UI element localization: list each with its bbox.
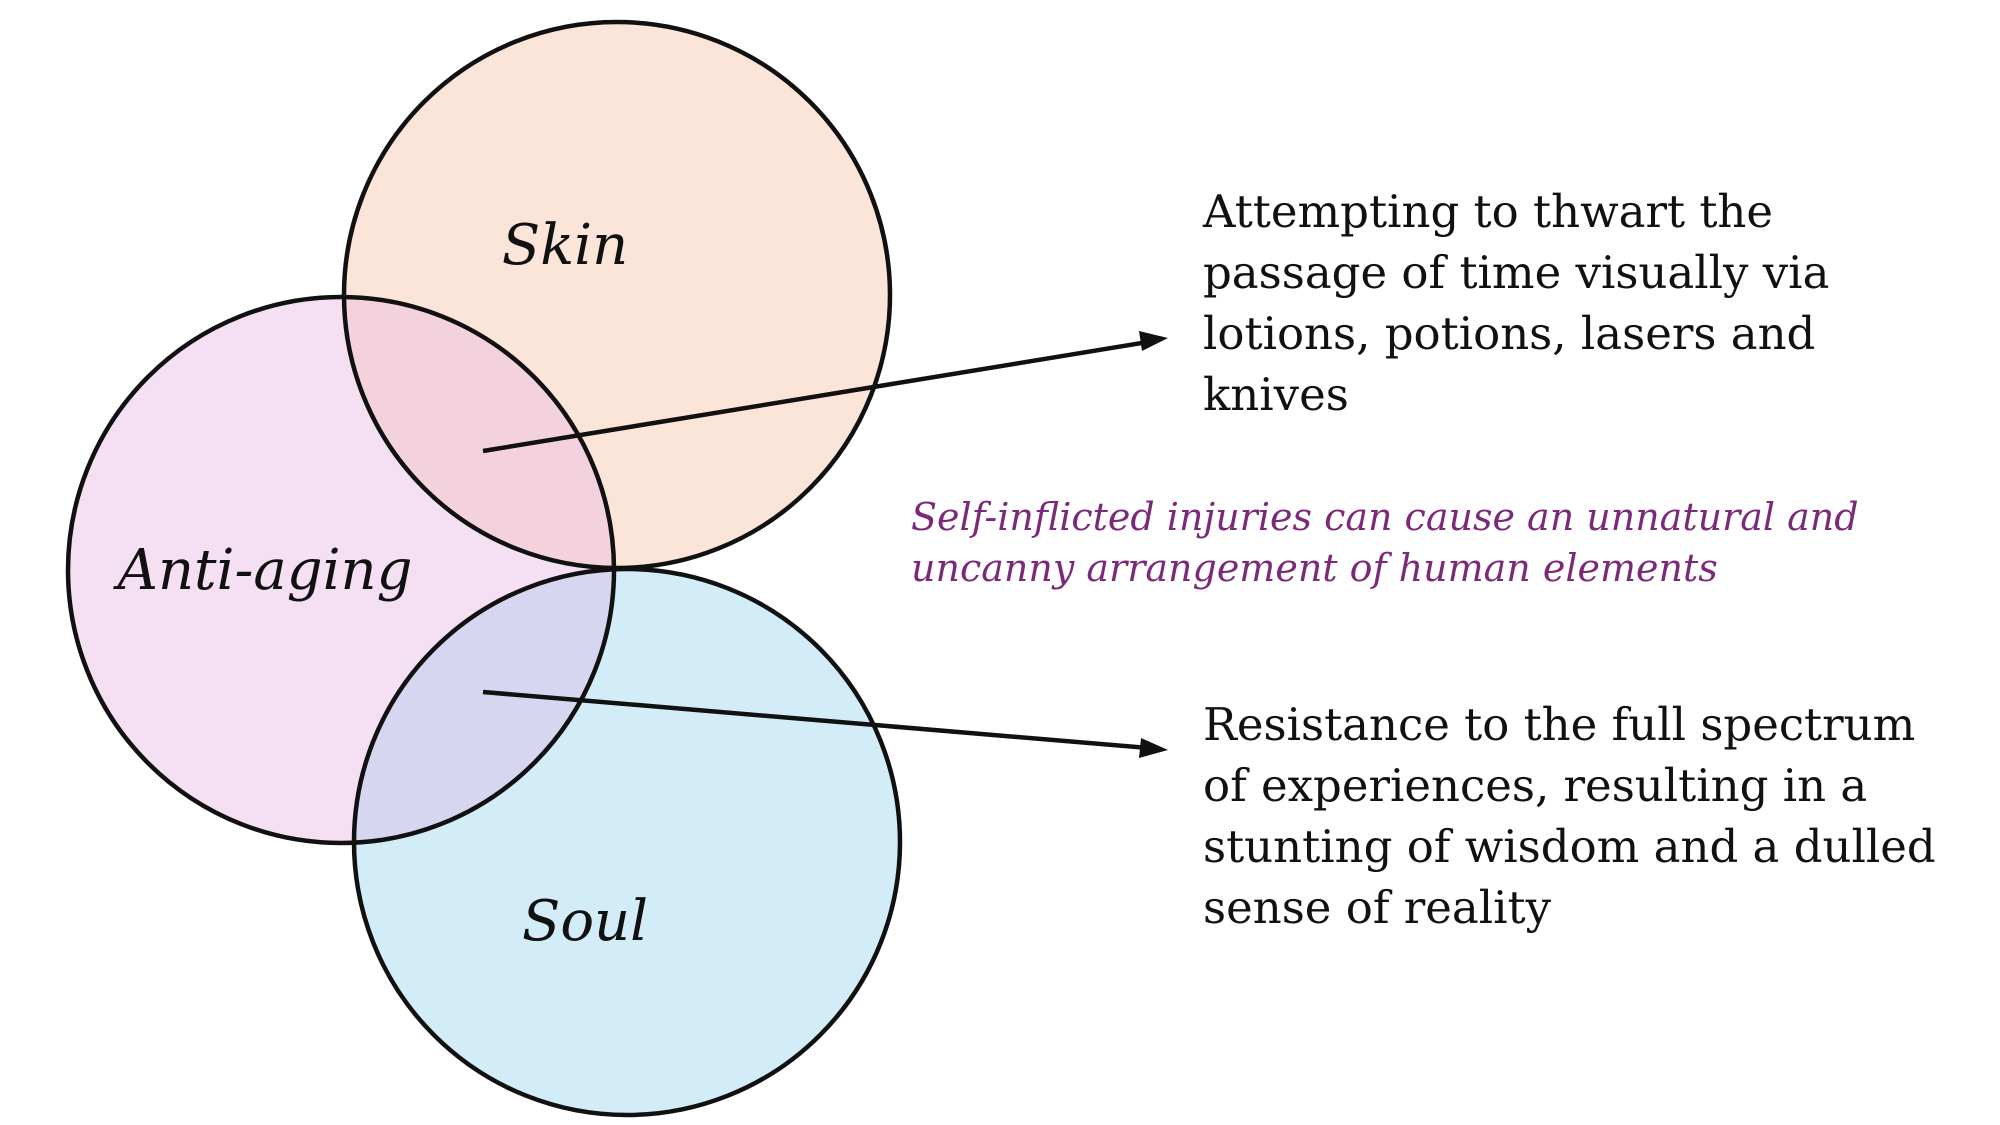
arrow-bottom-head [1139, 738, 1168, 758]
arrow-bottom-shaft [482, 689, 1149, 751]
overlap-anti-aging-soul [354, 569, 614, 843]
circle-outlines [65, 19, 903, 1118]
note-visual-anti-aging: Attempting to thwart the passage of time… [1203, 185, 1830, 421]
label-skin: Skin [502, 213, 628, 278]
arrows [482, 331, 1168, 758]
label-soul: Soul [522, 889, 648, 954]
overlap-skin-anti-aging [344, 297, 614, 568]
arrow-top-head [1139, 331, 1168, 351]
note-self-inflicted-injuries: Self-inflicted injuries can cause an unn… [911, 495, 1859, 590]
note-resistance-to-experience: Resistance to the full spectrum of exper… [1203, 698, 1936, 934]
arrow-top-shaft [482, 339, 1149, 454]
outline-soul [351, 566, 903, 1118]
label-anti-aging: Anti-aging [113, 538, 413, 603]
